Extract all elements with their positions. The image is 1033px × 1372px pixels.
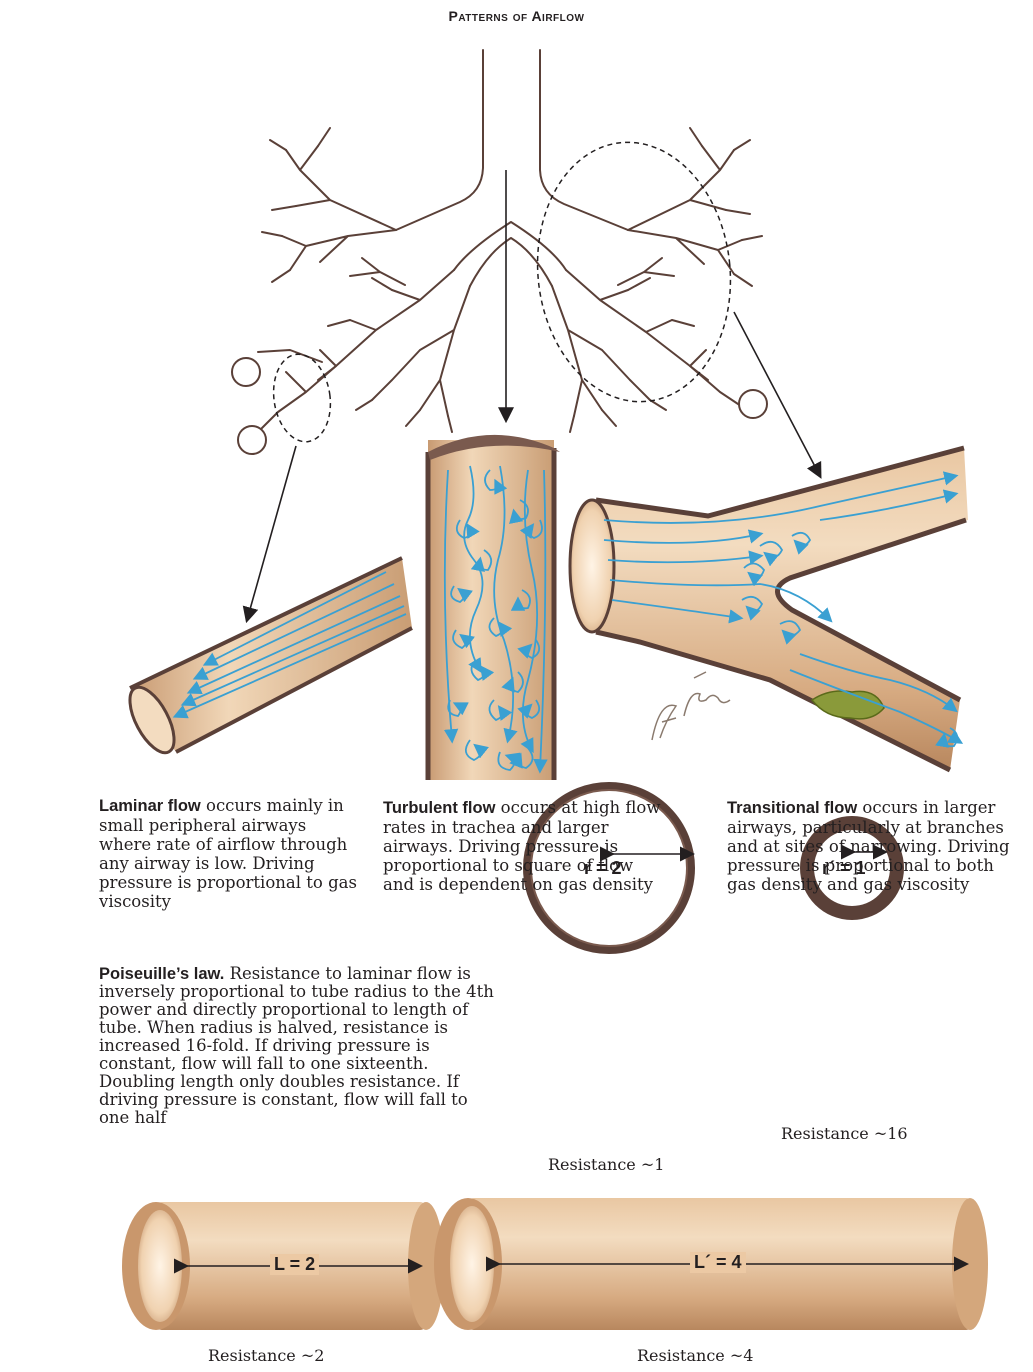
- small-airway-selection: [268, 351, 336, 446]
- resistance-short-tube: Resistance ~2: [208, 1346, 324, 1365]
- turbulent-caption: Turbulent flow occurs at high flow rates…: [383, 798, 667, 894]
- laminar-tube: [121, 558, 412, 759]
- page-title: Patterns of Airflow: [0, 8, 1033, 24]
- transitional-term: Transitional flow: [727, 799, 857, 817]
- length-long-label: L´ = 4: [690, 1252, 746, 1273]
- radius-large-label: r = 2: [584, 858, 622, 879]
- resistance-large-radius: Resistance ~1: [548, 1155, 664, 1174]
- transitional-caption: Transitional flow occurs in larger airwa…: [727, 798, 1027, 894]
- bronchial-tree: [232, 50, 767, 454]
- length-short-label: L = 2: [270, 1254, 319, 1275]
- turbulent-tube: [428, 435, 560, 780]
- poiseuille-term: Poiseuille’s law.: [99, 965, 224, 983]
- large-airway-selection: [525, 133, 743, 412]
- poiseuille-caption: Poiseuille’s law. Resistance to laminar …: [99, 965, 497, 1127]
- netter-signature: [652, 672, 730, 740]
- turbulent-term: Turbulent flow: [383, 799, 495, 817]
- laminar-term: Laminar flow: [99, 797, 201, 815]
- laminar-caption: Laminar flow occurs mainly in small peri…: [99, 796, 361, 911]
- length-figures: [122, 1198, 988, 1330]
- resistance-long-tube: Resistance ~4: [637, 1346, 753, 1365]
- resistance-small-radius: Resistance ~16: [781, 1124, 908, 1143]
- transitional-tube: [570, 448, 968, 770]
- radius-small-label: r´ = 1: [822, 858, 866, 879]
- poiseuille-text: Resistance to laminar flow is inversely …: [99, 964, 494, 1127]
